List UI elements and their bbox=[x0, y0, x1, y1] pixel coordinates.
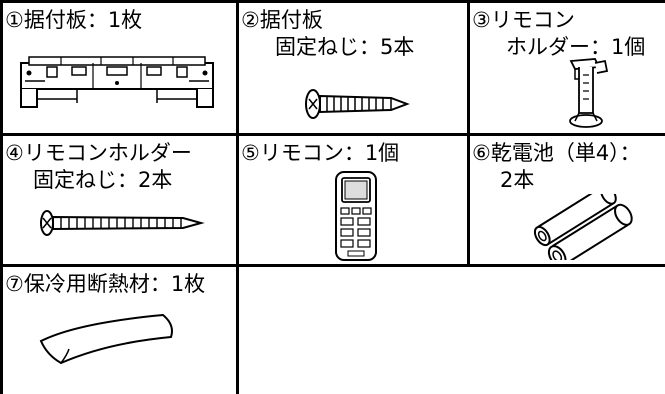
row-divider-2 bbox=[0, 264, 665, 267]
border-top bbox=[0, 0, 665, 3]
remote-holder-icon bbox=[569, 58, 609, 128]
border-left bbox=[0, 0, 3, 394]
part-cell-mounting-plate: ①据付板：1枚 bbox=[3, 3, 236, 133]
part-name-line: ②据付板 bbox=[241, 8, 323, 32]
long-screw-icon bbox=[40, 210, 205, 236]
part-qty-line: ホルダー：1個 bbox=[506, 35, 646, 59]
remote-control-icon bbox=[335, 171, 377, 261]
insulation-sheet-icon bbox=[39, 313, 173, 365]
part-label: ⑥乾電池（単4）： 2本 bbox=[472, 140, 641, 194]
part-name-line: ④リモコンホルダー bbox=[5, 141, 192, 165]
part-qty-line: 固定ねじ：5本 bbox=[275, 35, 415, 59]
part-name-line: ①据付板：1枚 bbox=[5, 8, 143, 32]
batteries-icon bbox=[533, 194, 633, 260]
part-name-line: ⑦保冷用断熱材：1枚 bbox=[5, 272, 206, 296]
part-cell-remote-holder: ③リモコン ホルダー：1個 bbox=[470, 3, 665, 133]
part-label: ④リモコンホルダー 固定ねじ：2本 bbox=[5, 140, 192, 194]
part-label: ⑤リモコン：1個 bbox=[241, 140, 399, 167]
part-label: ⑦保冷用断熱材：1枚 bbox=[5, 271, 205, 298]
part-name-line: ⑥乾電池（単4）： bbox=[472, 141, 641, 165]
row-divider-1 bbox=[0, 133, 665, 136]
part-cell-holder-screws: ④リモコンホルダー 固定ねじ：2本 bbox=[3, 136, 236, 264]
part-name-line: ③リモコン bbox=[472, 8, 575, 32]
mounting-plate-icon bbox=[20, 56, 214, 108]
part-qty-line: 2本 bbox=[500, 168, 535, 192]
col-divider-1 bbox=[236, 0, 239, 394]
screw-icon bbox=[305, 89, 410, 119]
part-label: ③リモコン ホルダー：1個 bbox=[472, 7, 645, 61]
part-label: ②据付板 固定ねじ：5本 bbox=[241, 7, 414, 61]
part-cell-batteries: ⑥乾電池（単4）： 2本 bbox=[470, 136, 665, 264]
part-qty-line: 固定ねじ：2本 bbox=[33, 168, 173, 192]
part-cell-remote-control: ⑤リモコン：1個 bbox=[239, 136, 467, 264]
col-divider-2 bbox=[467, 0, 470, 267]
empty-area bbox=[239, 267, 665, 394]
part-label: ①据付板：1枚 bbox=[5, 7, 142, 34]
part-name-line: ⑤リモコン：1個 bbox=[241, 141, 400, 165]
part-cell-insulation: ⑦保冷用断熱材：1枚 bbox=[3, 267, 236, 394]
part-cell-plate-screws: ②据付板 固定ねじ：5本 bbox=[239, 3, 467, 133]
